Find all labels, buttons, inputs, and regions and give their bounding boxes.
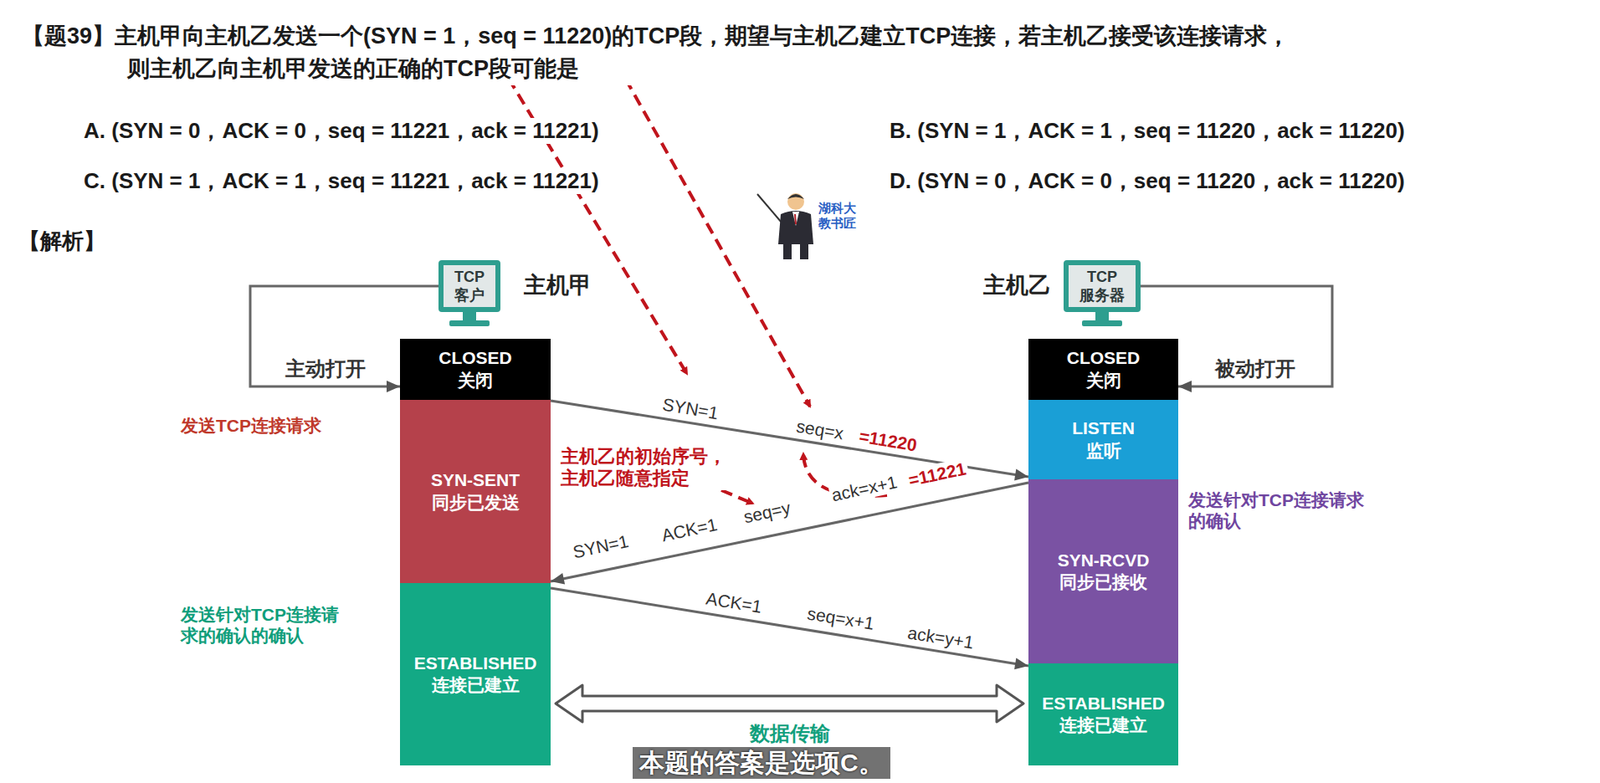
segment-field: SYN=1 [659, 393, 722, 425]
side-note: 发送针对TCP连接请求的确认的确认 [179, 604, 352, 647]
option-text: C. (SYN = 1，ACK = 1，seq = 11221，ack = 11… [82, 168, 601, 195]
host-name: 主机甲 [522, 271, 594, 299]
node-text: 同步已发送 [431, 492, 520, 514]
segment-field: ack=y+1 [904, 621, 977, 654]
segment-value: =11221 [904, 457, 970, 492]
segment-field: seq=x+1 [804, 602, 877, 635]
side-note: 发送针对TCP连接请求的确认 [1186, 489, 1378, 532]
node-text: TCP [1087, 267, 1118, 288]
arrowhead [386, 380, 400, 393]
annotation: 主机乙的初始序号， 主机乙随意指定 [558, 446, 754, 491]
node-text: CLOSED [438, 347, 513, 370]
node-text: 关闭 [457, 369, 493, 392]
edge-label: 被动打开 [1213, 357, 1298, 382]
node-text: 连接已建立 [1059, 714, 1148, 737]
option-text: D. (SYN = 0，ACK = 0，seq = 11220，ack = 11… [887, 168, 1407, 195]
side-note: 发送TCP连接请求 [179, 415, 324, 436]
double-arrow [555, 685, 1024, 723]
edge-label: 数据传输 [748, 722, 832, 747]
segment-field: ack=x+1 [827, 471, 901, 507]
arrowhead [1014, 658, 1029, 671]
option-text: B. (SYN = 1，ACK = 1，seq = 11220，ack = 11… [887, 117, 1407, 144]
segment-field: SYN=1 [569, 529, 632, 563]
subtitle: 本题的答案是选项C。 [632, 747, 891, 780]
node-text: TCP [454, 267, 485, 288]
segment-value: =11220 [856, 425, 921, 457]
node-text: 监听 [1086, 440, 1122, 462]
watermark: 湖科大 教书匠 [816, 200, 864, 231]
node-text: SYN-RCVD [1057, 549, 1150, 572]
segment-field: seq=y [739, 497, 795, 529]
edge-label: 主动打开 [283, 357, 368, 382]
segment-field: ACK=1 [702, 587, 765, 618]
message-arrow [550, 588, 1029, 667]
segment-field: seq=x [793, 415, 847, 445]
message-arrow [550, 482, 1029, 582]
node-text: ESTABLISHED [414, 652, 538, 675]
node-text: LISTEN [1071, 417, 1135, 440]
node-text: 服务器 [1079, 286, 1125, 306]
state-box: CLOSED关闭 [1028, 338, 1179, 400]
arrowhead [1178, 380, 1192, 393]
node-text: 连接已建立 [431, 674, 520, 697]
node-text: SYN-SENT [430, 469, 520, 492]
arrowhead [550, 573, 565, 585]
node-text: 同步已接收 [1059, 571, 1148, 594]
state-box: SYN-RCVD同步已接收 [1028, 479, 1179, 664]
state-box: CLOSED关闭 [400, 338, 551, 400]
teacher-figure [757, 193, 814, 260]
segment-field: ACK=1 [657, 512, 721, 546]
state-box: ESTABLISHED连接已建立 [1028, 663, 1179, 766]
client-monitor: TCP客户 [438, 260, 501, 313]
option-text: A. (SYN = 0，ACK = 0，seq = 11221，ack = 11… [82, 117, 601, 144]
question-text: 【题39】主机甲向主机乙发送一个(SYN = 1，seq = 11220)的TC… [21, 20, 1579, 86]
state-box: LISTEN监听 [1028, 400, 1179, 480]
arrowhead [1014, 469, 1029, 482]
section-heading: 【解析】 [16, 228, 108, 255]
node-text: 关闭 [1086, 369, 1122, 392]
server-monitor: TCP服务器 [1063, 260, 1141, 313]
state-box: SYN-SENT同步已发送 [400, 400, 551, 584]
node-text: CLOSED [1066, 347, 1141, 370]
host-name: 主机乙 [981, 271, 1053, 299]
node-text: 客户 [454, 286, 485, 306]
monitor-stands [449, 312, 1123, 327]
state-box: ESTABLISHED连接已建立 [400, 583, 551, 766]
node-text: ESTABLISHED [1041, 692, 1165, 715]
